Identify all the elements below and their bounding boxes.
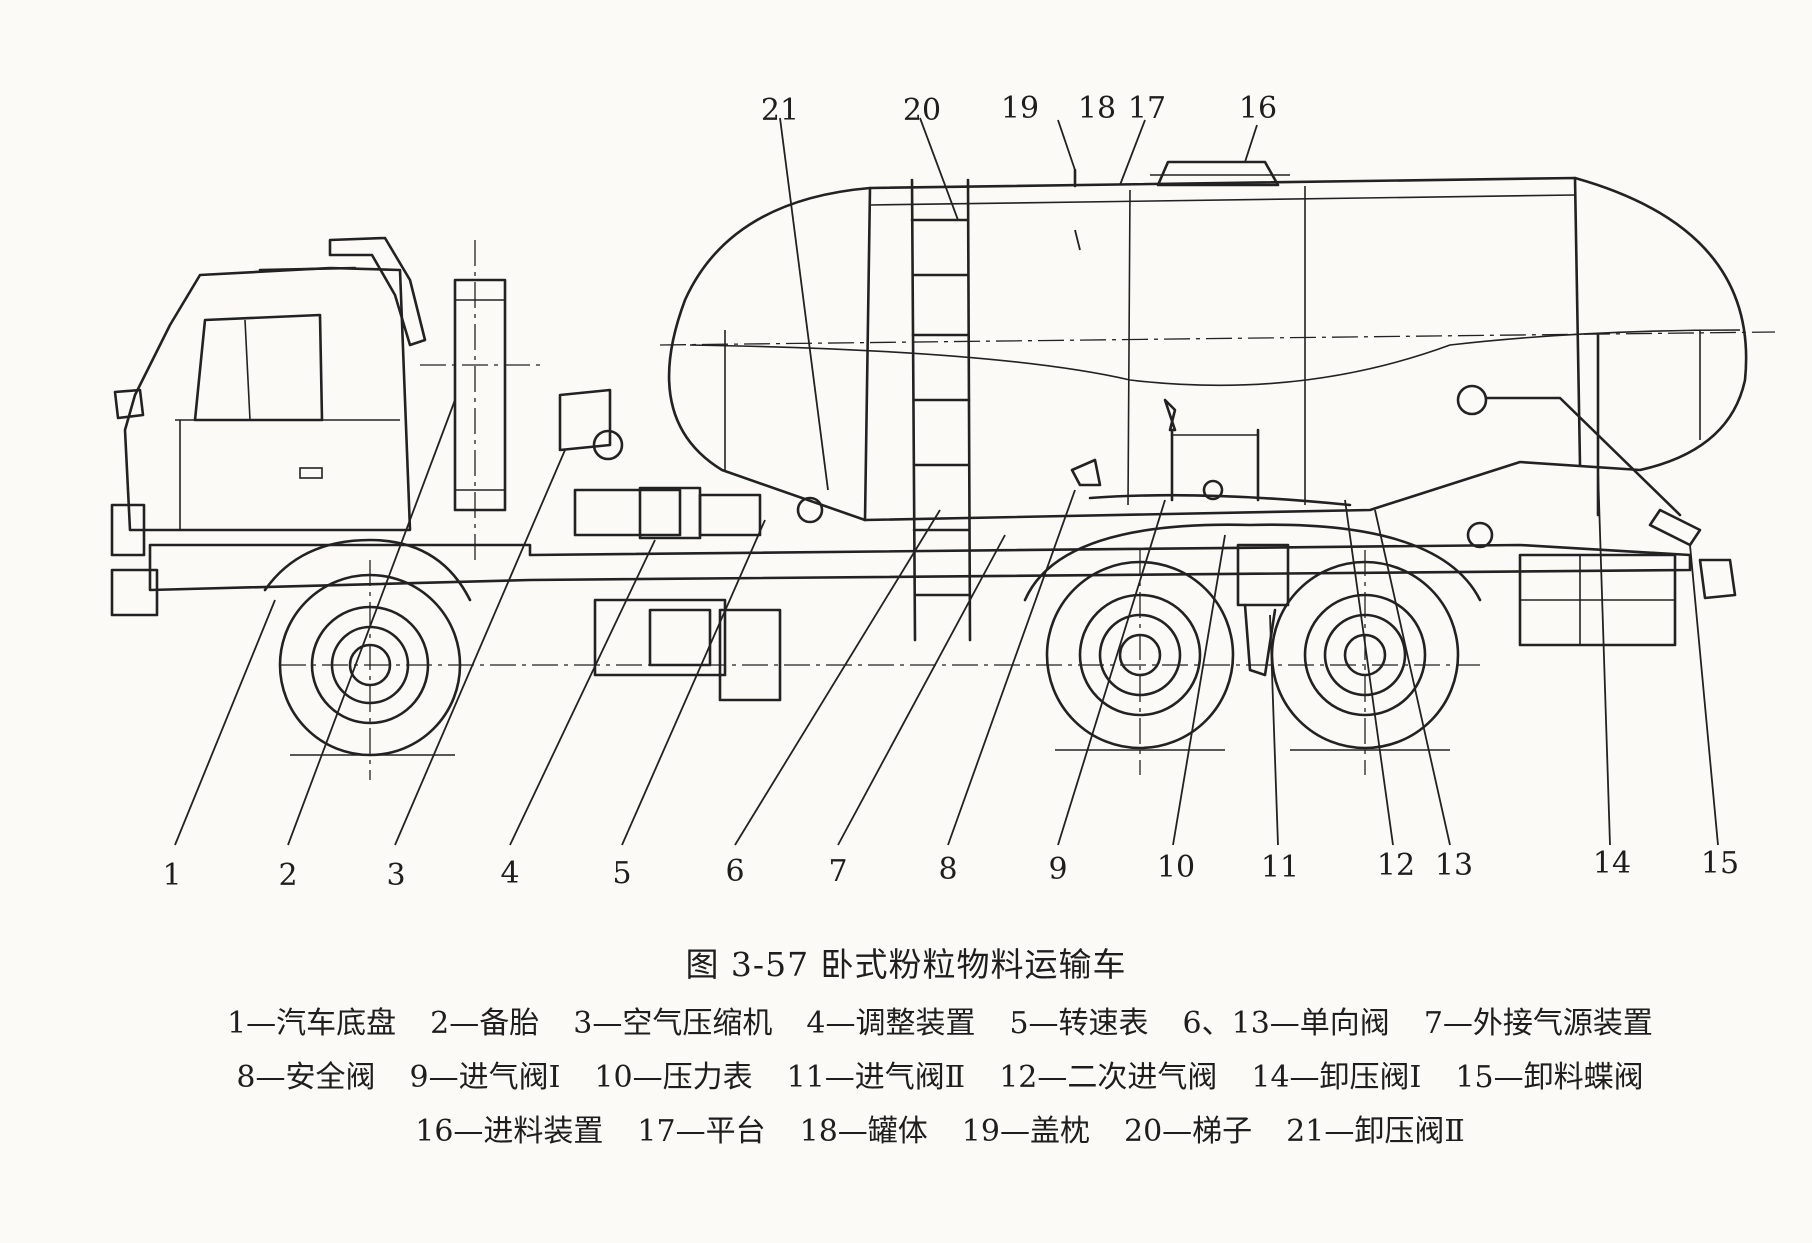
legend-item: 10—压力表 (594, 1060, 753, 1095)
legend-item: 20—梯子 (1123, 1114, 1253, 1149)
callout-8: 8 (938, 852, 957, 887)
callout-numbers: 1 2 3 4 5 6 7 8 9 10 11 12 13 14 15 16 1… (162, 91, 1739, 893)
legend-item: 18—罐体 (799, 1114, 928, 1149)
spare-tire (420, 240, 540, 560)
callout-13: 13 (1435, 848, 1473, 883)
legend-item: 7—外接气源装置 (1423, 1006, 1653, 1041)
legend-item: 2—备胎 (430, 1006, 540, 1041)
legend-item: 4—调整装置 (806, 1006, 976, 1041)
tank-body (659, 160, 1776, 642)
callout-12: 12 (1377, 848, 1415, 883)
legend-item: 15—卸料蝶阀 (1455, 1060, 1644, 1095)
legend-item: 6、13—单向阀 (1182, 1006, 1390, 1041)
callout-4: 4 (500, 856, 519, 891)
legend-item: 11—进气阀Ⅱ (786, 1060, 966, 1095)
callout-11: 11 (1261, 850, 1299, 885)
legend-line-1: 1—汽车底盘 2—备胎 3—空气压缩机 4—调整装置 5—转速表 6、13—单向… (150, 998, 1730, 1042)
callout-6: 6 (725, 854, 744, 889)
legend-item: 16—进料装置 (415, 1114, 604, 1149)
legend-item: 1—汽车底盘 (227, 1006, 397, 1041)
callout-9: 9 (1048, 852, 1067, 887)
cab (110, 236, 427, 617)
callout-14: 14 (1593, 846, 1631, 881)
callout-5: 5 (612, 856, 631, 891)
callout-20: 20 (903, 93, 941, 128)
callout-1: 1 (162, 858, 181, 893)
legend-item: 21—卸压阀Ⅱ (1286, 1114, 1465, 1149)
legend-line-2: 8—安全阀 9—进气阀Ⅰ 10—压力表 11—进气阀Ⅱ 12—二次进气阀 14—… (150, 1052, 1730, 1096)
chassis (148, 388, 1737, 702)
callout-17: 17 (1128, 91, 1166, 126)
callout-19: 19 (1001, 91, 1039, 126)
callout-15: 15 (1701, 846, 1739, 881)
callout-16: 16 (1239, 91, 1277, 126)
callout-3: 3 (386, 858, 405, 893)
legend-item: 14—卸压阀Ⅰ (1251, 1060, 1422, 1095)
leader-lines (174, 117, 1719, 846)
callout-10: 10 (1157, 850, 1195, 885)
legend-item: 5—转速表 (1009, 1006, 1149, 1041)
legend-line-3: 16—进料装置 17—平台 18—罐体 19—盖枕 20—梯子 21—卸压阀Ⅱ (150, 1106, 1730, 1150)
callout-2: 2 (278, 858, 297, 893)
legend-item: 19—盖枕 (961, 1114, 1090, 1149)
callout-21: 21 (761, 93, 799, 128)
legend-item: 9—进气阀Ⅰ (409, 1060, 561, 1095)
callout-18: 18 (1078, 91, 1116, 126)
callout-7: 7 (828, 854, 847, 889)
legend-item: 3—空气压缩机 (573, 1006, 773, 1041)
legend-item: 17—平台 (637, 1114, 766, 1149)
legend-item: 8—安全阀 (236, 1060, 376, 1095)
legend-item: 12—二次进气阀 (999, 1060, 1218, 1095)
figure-title: 图 3-57 卧式粉粒物料运输车 (685, 945, 1127, 984)
